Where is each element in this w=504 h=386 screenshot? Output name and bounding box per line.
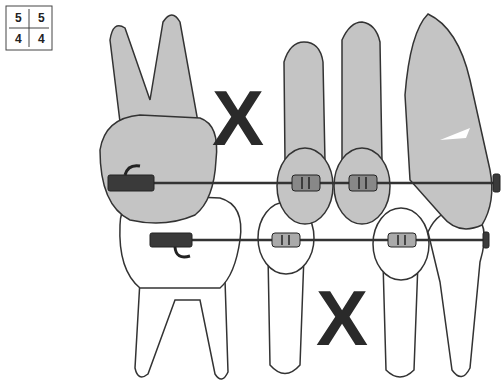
chart-box (6, 6, 52, 50)
chart-number: 4 (15, 33, 22, 45)
upper-molar-root (110, 15, 198, 122)
lower-canine (428, 209, 484, 376)
tube-hook (125, 166, 140, 175)
molar-tube (108, 175, 154, 191)
upper-premolar-root (284, 42, 325, 162)
upper-canine (405, 14, 492, 229)
bracket (272, 233, 300, 247)
upper-premolar-crown (334, 148, 390, 224)
wire-stop (493, 174, 500, 192)
molar-tube (150, 233, 192, 247)
lower-molar-root (135, 280, 228, 379)
tube-hook (175, 247, 190, 257)
bracket (388, 233, 416, 247)
extraction-mark: X (316, 279, 368, 357)
chart-number: 5 (15, 12, 22, 24)
lower-archwire (150, 239, 486, 242)
bracket (349, 175, 377, 191)
upper-premolar-root (342, 22, 382, 162)
upper-premolar-crown (277, 148, 333, 224)
chart-number: 5 (38, 12, 45, 24)
chart-number: 4 (38, 33, 45, 45)
enamel-highlight (440, 128, 470, 140)
chart-divider (9, 28, 49, 29)
brackets (108, 166, 500, 257)
bracket (292, 175, 320, 191)
upper-molar-crown (100, 115, 217, 223)
upper-teeth (100, 14, 492, 229)
wire-stop (483, 232, 489, 248)
lower-premolar-crown (373, 208, 429, 280)
bracket-slots (282, 177, 405, 245)
extraction-mark: X (212, 79, 264, 157)
